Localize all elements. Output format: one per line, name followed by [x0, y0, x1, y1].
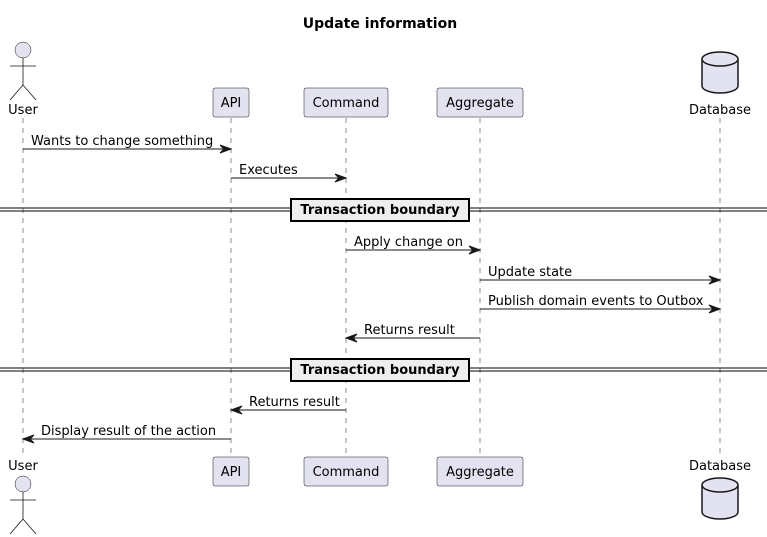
- participant-api-top: API: [212, 87, 250, 118]
- participant-user-top: User: [8, 41, 38, 118]
- divider-label: Transaction boundary: [300, 363, 460, 378]
- participant-label: Database: [689, 459, 751, 474]
- participant-box: [303, 456, 389, 487]
- arrow-head: [334, 173, 348, 183]
- message-api-to-command: Executes: [231, 163, 348, 183]
- database-icon: [701, 51, 739, 94]
- participant-label: Database: [689, 103, 751, 118]
- participant-label: Command: [313, 96, 380, 111]
- message-label: Publish domain events to Outbox: [488, 294, 704, 309]
- participant-label: User: [8, 103, 38, 118]
- participant-box: [212, 87, 250, 118]
- message-label: Returns result: [364, 323, 455, 338]
- arrow-head: [219, 144, 233, 154]
- participant-label: API: [221, 96, 242, 111]
- participant-command-bottom: Command: [303, 456, 389, 487]
- messages: Wants to change somethingExecutesTransac…: [0, 134, 767, 444]
- database-icon: [701, 477, 739, 520]
- participant-database-bottom: Database: [689, 459, 751, 520]
- participant-api-bottom: API: [212, 456, 250, 487]
- message-aggregate-to-command: Returns result: [344, 323, 480, 343]
- message-command-to-aggregate: Apply change on: [346, 235, 482, 255]
- participant-label: Aggregate: [446, 465, 514, 480]
- message-label: Executes: [239, 163, 298, 178]
- participant-command-top: Command: [303, 87, 389, 118]
- participant-aggregate-bottom: Aggregate: [436, 456, 524, 487]
- message-user-to-api: Wants to change something: [23, 134, 233, 154]
- divider-label: Transaction boundary: [300, 203, 460, 218]
- participant-aggregate-top: Aggregate: [436, 87, 524, 118]
- arrow-head: [708, 304, 722, 314]
- participant-label: User: [8, 459, 38, 474]
- transaction-divider: Transaction boundary: [0, 198, 767, 222]
- diagram-title: Update information: [303, 16, 457, 32]
- participant-box: [303, 87, 389, 118]
- actor-icon: [9, 475, 37, 535]
- message-label: Update state: [488, 265, 572, 280]
- message-aggregate-to-database: Update state: [480, 265, 722, 285]
- transaction-divider: Transaction boundary: [0, 358, 767, 382]
- message-label: Display result of the action: [41, 424, 216, 439]
- actor-icon: [9, 41, 37, 101]
- participant-label: Aggregate: [446, 96, 514, 111]
- participant-box: [436, 87, 524, 118]
- arrow-head: [229, 405, 243, 415]
- message-api-to-user: Display result of the action: [21, 424, 231, 444]
- participant-database-top: Database: [689, 51, 751, 118]
- message-label: Wants to change something: [31, 134, 213, 149]
- participant-box: [212, 456, 250, 487]
- message-label: Apply change on: [354, 235, 463, 250]
- arrow-head: [344, 333, 358, 343]
- participant-user-bottom: User: [8, 459, 38, 535]
- message-command-to-api: Returns result: [229, 395, 346, 415]
- participant-box: [436, 456, 524, 487]
- lifelines: [22, 118, 721, 456]
- message-aggregate-to-database: Publish domain events to Outbox: [480, 294, 722, 314]
- message-label: Returns result: [249, 395, 340, 410]
- participant-label: API: [221, 465, 242, 480]
- arrow-head: [468, 245, 482, 255]
- arrow-head: [708, 275, 722, 285]
- participant-label: Command: [313, 465, 380, 480]
- arrow-head: [21, 434, 35, 444]
